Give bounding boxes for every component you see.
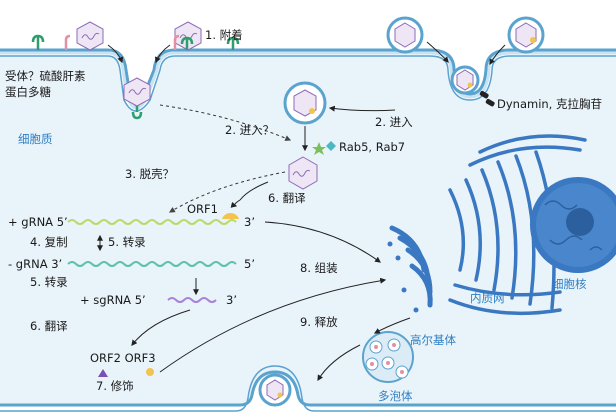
step3-label: 3. 脱壳？ bbox=[125, 167, 174, 181]
arrow-uncoating bbox=[168, 171, 286, 213]
grna-plus-strand bbox=[67, 219, 237, 225]
arrow-to-golgi-1 bbox=[264, 221, 381, 263]
receptor-icon-4 bbox=[131, 106, 143, 120]
receptor-label: 受体？硫酸肝素 bbox=[5, 69, 86, 83]
step1-label: 1. 附着 bbox=[205, 28, 243, 42]
virus-in-pit-right bbox=[450, 65, 480, 95]
enveloped-virus-outside bbox=[507, 16, 545, 54]
orf1-label: ORF1 bbox=[187, 202, 218, 216]
arrow-endocytosis-2 bbox=[489, 44, 506, 66]
step6a-label: 6. 翻译 bbox=[268, 191, 306, 205]
mvb-label: 多泡体 bbox=[378, 389, 413, 403]
hspg-icon-1 bbox=[64, 34, 71, 50]
step6b-label: 6. 翻译 bbox=[30, 319, 68, 333]
step5a-label: 5. 转录 bbox=[108, 235, 146, 249]
arrow-endocytosis-1 bbox=[426, 41, 449, 63]
virus-particle-top-1 bbox=[76, 21, 104, 51]
golgi-apparatus bbox=[387, 225, 433, 313]
step2a-label: 2. 进入？ bbox=[225, 123, 274, 137]
arrow-to-mvb bbox=[373, 317, 411, 334]
released-virus-vesicle bbox=[258, 373, 292, 407]
dynamin-ring-2 bbox=[485, 98, 495, 107]
step5b-label: 5. 转录 bbox=[30, 275, 68, 289]
orf2-protein-icon bbox=[98, 369, 108, 377]
step7-label: 7. 修饰 bbox=[96, 379, 134, 393]
virus-outside-2 bbox=[386, 16, 424, 54]
virus-uncoating bbox=[288, 156, 318, 190]
orf1-protein-icon bbox=[222, 212, 239, 219]
step9-label: 9. 释放 bbox=[300, 315, 338, 329]
arrow-to-golgi-2 bbox=[159, 277, 387, 373]
grna-plus-label: + gRNA 5’ bbox=[8, 215, 68, 229]
cell-cytoplasm bbox=[0, 56, 616, 405]
step8-label: 8. 组装 bbox=[300, 261, 338, 275]
dynamin-label: Dynamin, 克拉胸苷 bbox=[497, 97, 602, 111]
arrow-entry-endocytic bbox=[328, 105, 396, 112]
receptor-icon-1 bbox=[31, 34, 45, 50]
golgi-label: 高尔基体 bbox=[410, 333, 456, 347]
hspg-icon-2 bbox=[173, 34, 180, 50]
grna-minus-5prime: 5’ bbox=[244, 257, 255, 271]
arrow-translation-1 bbox=[230, 181, 269, 208]
grna-plus-3prime: 3’ bbox=[244, 215, 255, 229]
arrow-release bbox=[317, 344, 361, 382]
grna-minus-label: - gRNA 3’ bbox=[8, 257, 62, 271]
sgrna-3prime: 3’ bbox=[226, 293, 237, 307]
er-label: 内质网 bbox=[470, 291, 505, 305]
receptor-icon-2 bbox=[180, 36, 194, 50]
bottom-membrane bbox=[0, 370, 616, 407]
endosome-vesicle bbox=[283, 81, 327, 125]
multivesicular-body bbox=[362, 331, 414, 383]
grna-minus-strand bbox=[67, 261, 237, 267]
dynamin-ring-1 bbox=[479, 90, 489, 99]
step2b-label: 2. 进入 bbox=[375, 115, 413, 129]
sgrna-strand bbox=[167, 297, 217, 303]
arrow-attach-1 bbox=[107, 44, 124, 64]
sgrna-label: + sgRNA 5’ bbox=[80, 293, 146, 307]
orf23-label: ORF2 ORF3 bbox=[90, 351, 156, 365]
receptor-icon-3 bbox=[226, 36, 240, 50]
rab-markers bbox=[312, 141, 336, 155]
nucleus bbox=[530, 177, 616, 273]
nucleus-label: 细胞核 bbox=[552, 277, 587, 291]
arrow-translation-2 bbox=[131, 309, 191, 346]
rab-label: Rab5, Rab7 bbox=[339, 140, 405, 154]
arrow-attach-2 bbox=[154, 44, 171, 64]
orf3-protein-icon bbox=[146, 368, 154, 376]
proteoglycan-label: 蛋白多糖 bbox=[5, 85, 51, 99]
cytoplasm-label: 细胞质 bbox=[18, 132, 53, 146]
arrow-entry-unknown bbox=[159, 104, 292, 141]
step4-label: 4. 复制 bbox=[30, 235, 68, 249]
endoplasmic-reticulum bbox=[448, 134, 587, 316]
